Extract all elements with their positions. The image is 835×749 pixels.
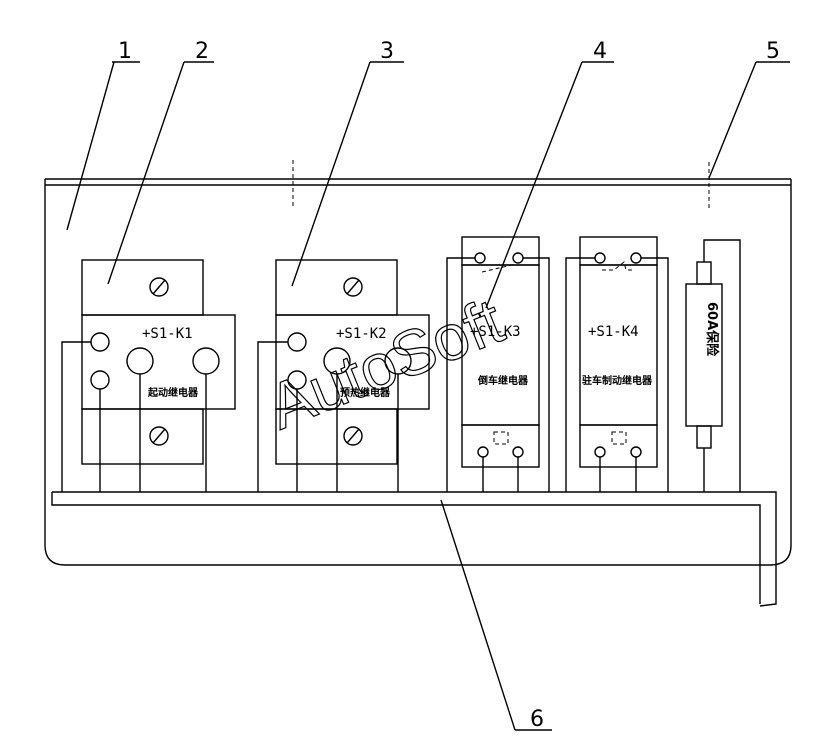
relay-k3: +S1-K3 倒车继电器 (446, 236, 550, 492)
svg-text:6: 6 (530, 707, 544, 732)
fuse-label: 60A保险 (704, 302, 720, 357)
relay-k1-code: +S1-K1 (142, 326, 193, 342)
relay-k4-code: +S1-K4 (588, 324, 639, 340)
screw-icon (343, 277, 363, 297)
callout-2: 2 (107, 39, 214, 285)
bus-bar (51, 491, 777, 607)
base-plate (44, 178, 792, 566)
relay-k2-label: 预热继电器 (340, 386, 391, 399)
callout-6: 6 (440, 499, 552, 732)
svg-text:2: 2 (195, 39, 209, 64)
fuse-60a: 60A保险 (685, 239, 741, 492)
screw-icon (343, 426, 363, 446)
callout-5: 5 (708, 39, 790, 179)
svg-text:1: 1 (118, 39, 132, 64)
relay-k3-label: 倒车继电器 (477, 374, 529, 387)
callout-1: 1 (66, 39, 140, 231)
screw-icon (149, 277, 169, 297)
watermark: AutoSoft (258, 284, 513, 443)
svg-text:5: 5 (766, 39, 780, 64)
svg-text:4: 4 (593, 39, 607, 64)
relay-k1-label: 起动继电器 (147, 386, 199, 399)
svg-text:3: 3 (380, 39, 394, 64)
relay-k2-code: +S1-K2 (336, 326, 387, 342)
callout-4: 4 (485, 39, 614, 309)
relay-k4: +S1-K4 驻车制动继电器 (565, 236, 669, 492)
relay-k3-code: +S1-K3 (470, 324, 521, 340)
screw-icon (149, 426, 169, 446)
relay-k4-label: 驻车制动继电器 (582, 374, 653, 387)
relay-k1: +S1-K1 起动继电器 (61, 259, 236, 492)
callout-3: 3 (291, 39, 404, 287)
relay-k2: +S1-K2 预热继电器 (257, 259, 430, 492)
